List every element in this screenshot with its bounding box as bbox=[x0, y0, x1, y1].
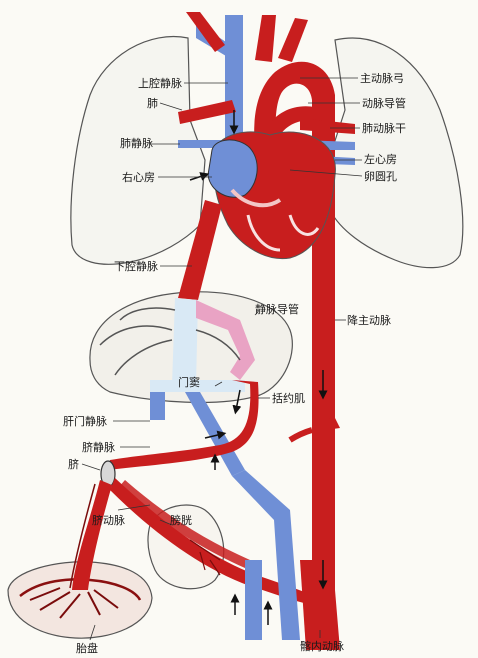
label-umbilical-artery: 脐动脉 bbox=[92, 514, 125, 527]
umbilical-cord bbox=[72, 480, 112, 590]
label-right-atrium: 右心房 bbox=[122, 171, 155, 184]
label-sphincter: 括约肌 bbox=[272, 392, 305, 405]
label-lung: 肺 bbox=[147, 97, 158, 110]
label-internal-iliac-artery: 髂内动脉 bbox=[300, 640, 344, 653]
label-placenta: 胎盘 bbox=[76, 642, 98, 655]
label-ductus-arteriosus: 动脉导管 bbox=[362, 97, 406, 110]
label-descending-aorta: 降主动脉 bbox=[347, 314, 391, 327]
lower-vena-cava bbox=[232, 470, 300, 640]
label-umbilicus: 脐 bbox=[68, 458, 79, 471]
superior-vena-cava bbox=[225, 15, 243, 150]
label-hepatic-portal-vein: 肝门静脉 bbox=[63, 415, 107, 428]
label-portal-sinus: 门窦 bbox=[178, 376, 200, 389]
label-ductus-venosus: 静脉导管 bbox=[255, 303, 299, 316]
label-foramen-ovale: 卵圆孔 bbox=[364, 170, 397, 183]
label-pulmonary-vein: 肺静脉 bbox=[120, 137, 153, 150]
umbilical-vein bbox=[108, 380, 259, 470]
right-lung-shape bbox=[329, 37, 464, 269]
left-lung-shape bbox=[70, 36, 206, 265]
label-bladder: 膀胱 bbox=[170, 514, 192, 527]
label-umbilical-vein: 脐静脉 bbox=[82, 441, 115, 454]
ductus-venosus bbox=[172, 298, 198, 385]
label-pulmonary-trunk: 肺动脉干 bbox=[362, 122, 406, 135]
label-inferior-vena-cava: 下腔静脉 bbox=[114, 260, 158, 273]
label-superior-vena-cava: 上腔静脉 bbox=[138, 77, 182, 90]
placenta-shape bbox=[7, 561, 153, 639]
inferior-vena-cava bbox=[178, 200, 222, 300]
label-left-atrium: 左心房 bbox=[364, 153, 397, 166]
label-aortic-arch: 主动脉弓 bbox=[360, 72, 404, 85]
right-atrium-shape bbox=[207, 139, 258, 198]
internal-iliac-artery bbox=[312, 590, 340, 650]
hepatic-portal-vein bbox=[150, 392, 165, 420]
leader-lines bbox=[81, 77, 363, 641]
